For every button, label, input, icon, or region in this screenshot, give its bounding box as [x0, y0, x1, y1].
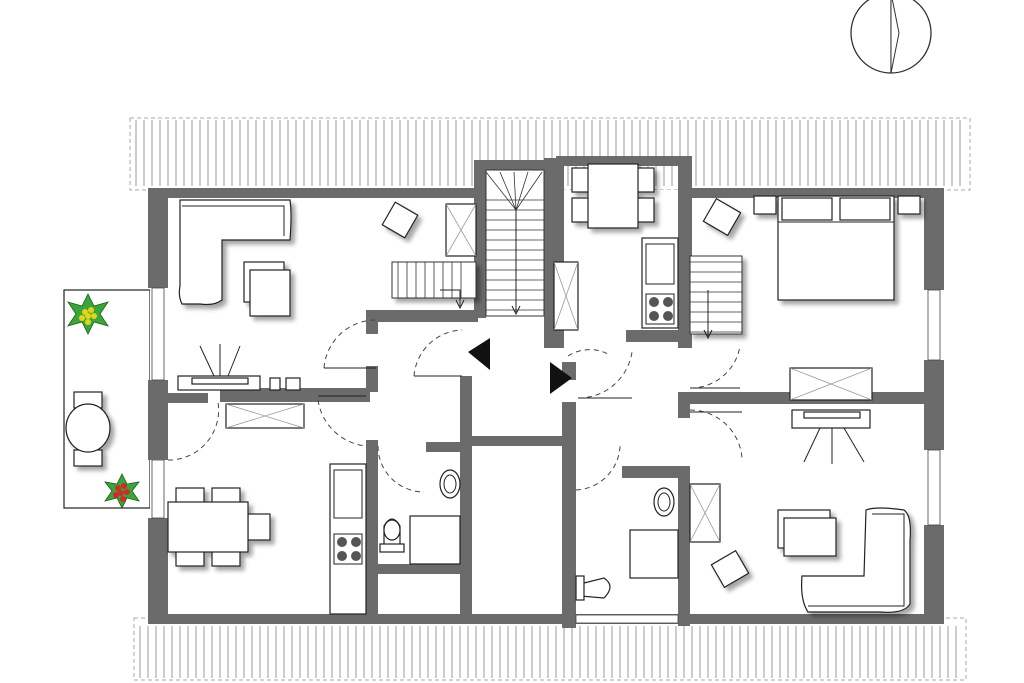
kitchen-left-unit [329, 463, 367, 615]
interior-walls-left [168, 310, 570, 618]
stair-winder [499, 171, 517, 211]
stair-winder [485, 171, 517, 211]
entry-door-bottom [575, 614, 679, 624]
roof-hatching-bottom [133, 617, 967, 681]
stair-winder [515, 171, 543, 211]
roof-hatching-top [129, 117, 971, 191]
side-table-right-unit [702, 197, 742, 237]
plant-icon [67, 293, 109, 335]
dining-table-left-unit [167, 487, 271, 567]
armchair-left-unit [243, 261, 291, 317]
cabinet-center [553, 261, 579, 331]
kitchen-right-unit [641, 237, 679, 329]
plant-icon [104, 473, 140, 509]
sofa-right-unit [801, 507, 911, 613]
bed-right-unit [753, 195, 921, 301]
armchair-right-unit [777, 509, 837, 557]
cabinet-left-unit [445, 203, 477, 257]
balcony-table [65, 391, 111, 467]
staircase-left-unit [391, 261, 477, 310]
triangle-right-icon [550, 362, 572, 394]
north-arrow-icon [850, 0, 932, 74]
tv-unit-left [177, 344, 305, 429]
staircase-main [485, 169, 545, 317]
side-table-left-unit [381, 201, 419, 239]
staircase-right-unit [689, 255, 743, 340]
side-table-right-lower [710, 549, 750, 589]
exterior-walls [148, 188, 944, 624]
bathroom-right-unit [575, 483, 721, 601]
tv-unit-right [789, 367, 873, 464]
stair-core-walls [474, 156, 692, 348]
stair-winder [513, 171, 517, 211]
door-swings [167, 319, 743, 493]
dining-table-top [571, 163, 655, 229]
sofa-left-unit [178, 199, 292, 306]
triangle-left-icon [468, 338, 490, 370]
bathroom-left-unit [379, 469, 461, 565]
stair-winder [515, 171, 529, 211]
